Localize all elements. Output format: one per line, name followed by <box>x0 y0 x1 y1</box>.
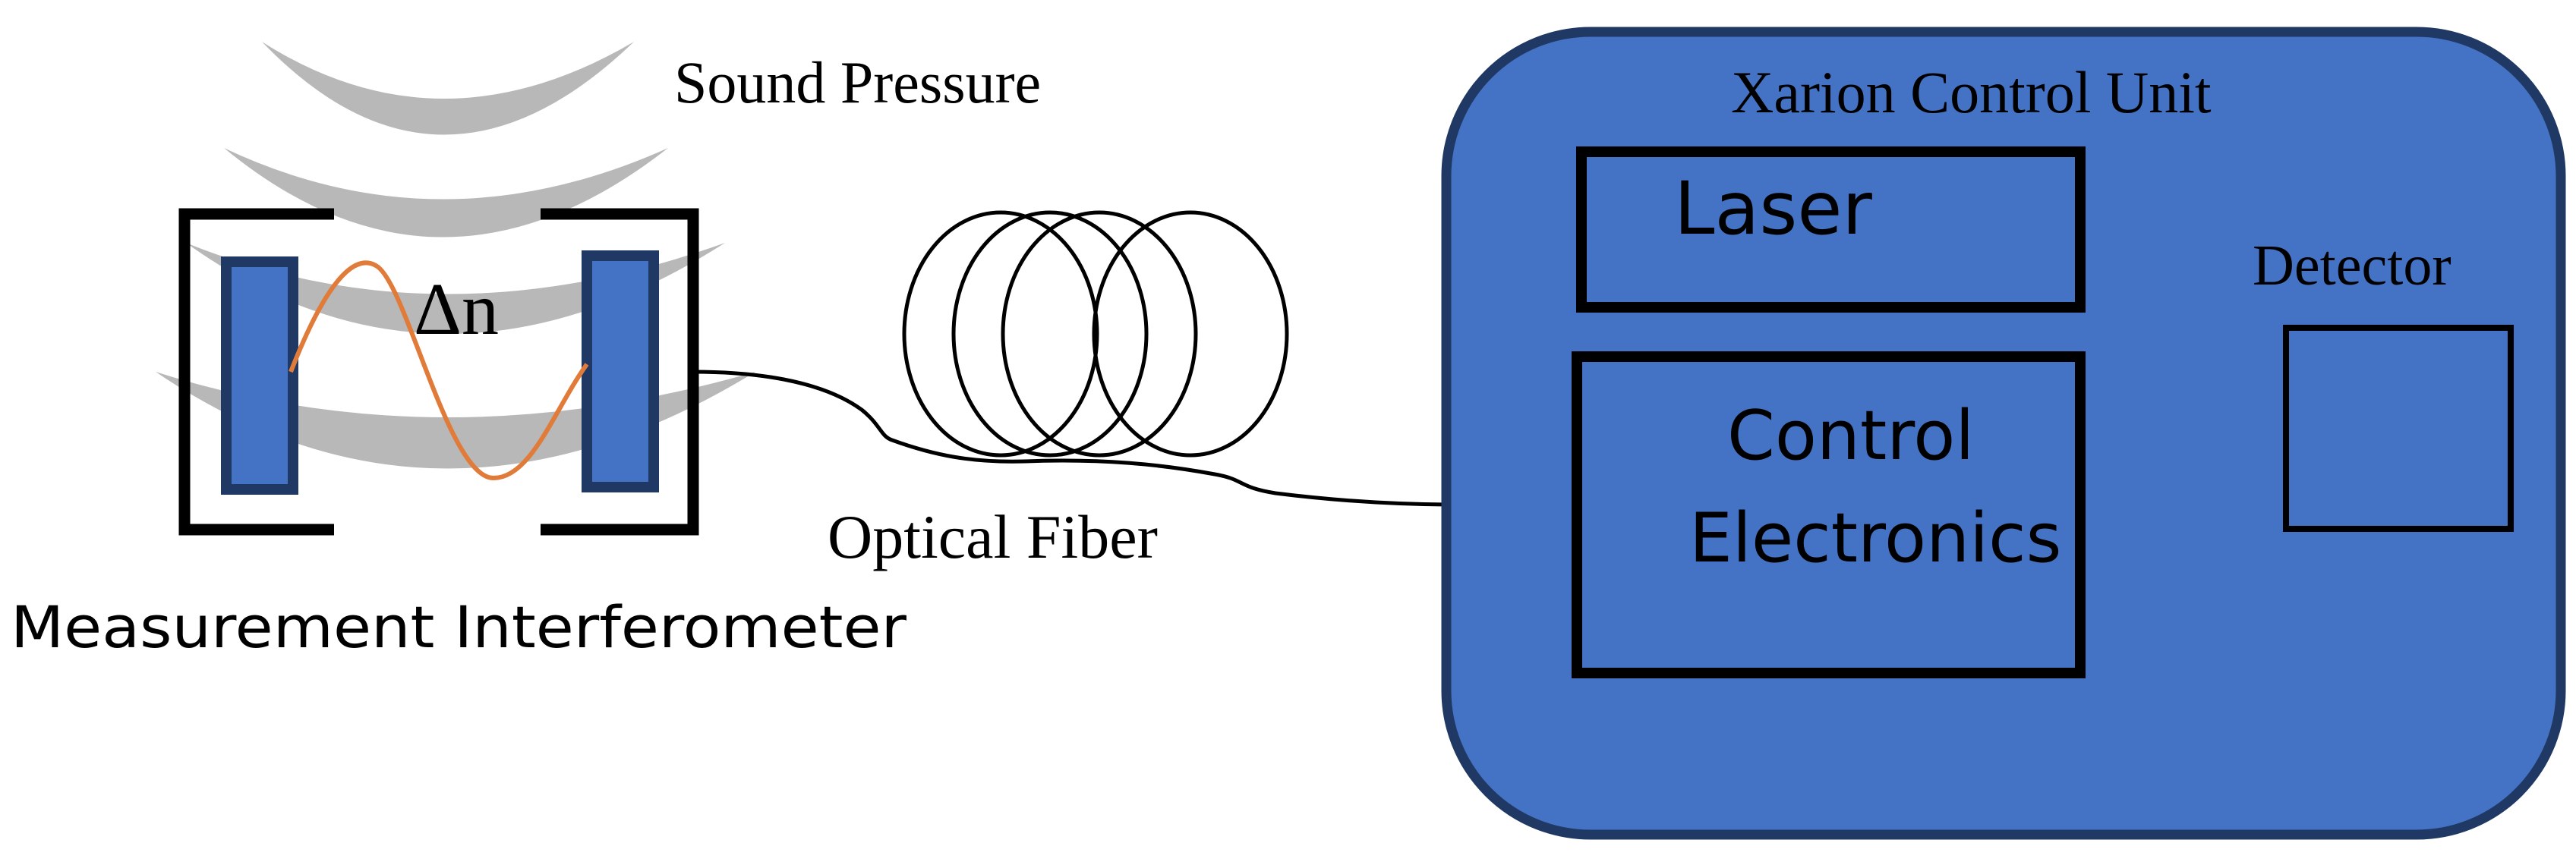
control-electronics-box <box>1572 351 2086 678</box>
sound-arc-4 <box>156 372 755 469</box>
fiber-coil-loop-1 <box>902 210 1099 458</box>
left-mirror <box>221 256 298 495</box>
sound-arc-1 <box>262 42 634 135</box>
control-label-line2: Electronics <box>1689 499 2062 578</box>
sound-pressure-label: Sound Pressure <box>674 49 1041 115</box>
control-unit-title: Xarion Control Unit <box>1731 59 2212 125</box>
control-label-line1: Control <box>1727 396 1974 476</box>
right-mirror <box>582 250 659 492</box>
sound-pressure-waves <box>156 42 755 469</box>
delta-n-label: Δn <box>414 269 499 351</box>
measurement-interferometer-label: Measurement Interferometer <box>11 593 907 661</box>
detector-label: Detector <box>2253 234 2451 297</box>
sound-arc-2 <box>224 148 668 237</box>
laser-label: Laser <box>1674 166 1872 251</box>
fiber-cable <box>692 370 1456 507</box>
control-unit-box <box>1441 27 2566 840</box>
detector-box <box>2283 325 2514 532</box>
fiber-coil-loop-4 <box>1092 210 1289 458</box>
fiber-coil-loop-2 <box>951 210 1149 458</box>
left-bracket <box>178 208 334 536</box>
interference-wave <box>288 260 589 481</box>
fiber-coil <box>902 210 1289 458</box>
sound-arc-3 <box>186 243 725 334</box>
optical-fiber-label: Optical Fiber <box>828 502 1158 571</box>
laser-box <box>1576 146 2086 313</box>
fiber-coil-loop-3 <box>1001 210 1198 458</box>
